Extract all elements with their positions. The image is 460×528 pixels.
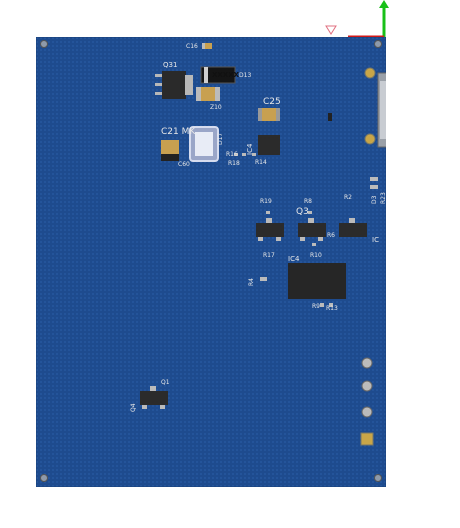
label-r4: R4 [248,278,255,286]
label-q31: Q31 [163,61,178,69]
ic4-chip[interactable] [258,135,280,155]
header-pin[interactable] [361,357,373,369]
label-r14: R14 [255,159,267,166]
transistor-q-right-pin [349,218,355,223]
transistor-q-right[interactable] [339,223,367,237]
regulator-q31-tab [185,75,193,95]
label-d17: D17 [217,132,224,145]
label-z10: Z10 [210,104,222,111]
ic-main[interactable] [288,263,346,299]
transistor-q3-pin [300,237,305,241]
regulator-q31-body[interactable] [162,71,186,99]
label-c21mk: C21 MK [161,127,196,137]
label-r13: R13 [326,305,338,312]
connector-mount [364,67,376,79]
transistor-q1-pin [150,386,156,391]
zener-z10-pad [215,87,220,101]
transistor-q1-pin [142,405,147,409]
header-pin[interactable] [361,380,373,392]
transistor-q-left-pin [266,218,272,223]
side-connector-inner [380,81,386,139]
mounting-hole [40,474,48,482]
mounting-hole [374,40,382,48]
label-d13: D13 [239,72,252,79]
mounting-hole [374,474,382,482]
label-d3: D3 [371,195,378,204]
header-pin-square[interactable] [360,432,374,446]
diode-d13[interactable] [200,66,236,84]
label-r6: R6 [327,232,335,239]
label-r17: R17 [263,252,275,259]
label-c60: C60 [178,161,190,168]
passive-r16[interactable] [234,153,238,156]
label-r2: R2 [344,194,352,201]
transistor-q1[interactable] [140,391,168,405]
header-pin[interactable] [361,406,373,418]
resistor-side[interactable] [370,185,378,189]
passive-r19[interactable] [266,211,270,214]
capacitor-c16-pad [202,43,205,49]
transistor-q-left-pin [258,237,263,241]
capacitor-c21-pad [161,154,179,161]
zener-z10-pad [196,87,201,101]
label-r23: R23 [380,192,387,204]
label-r8: R8 [304,198,312,205]
regulator-q31-pin [155,83,163,86]
passive-r13[interactable] [329,303,333,307]
capacitor-c16[interactable] [202,43,212,49]
transistor-q-left-pin [276,237,281,241]
label-r9: R9 [312,303,320,310]
transistor-q3-pin [308,218,314,223]
connector-mount [364,133,376,145]
passive-r4[interactable] [260,277,267,281]
resistor-right-top[interactable] [328,113,332,121]
capacitor-c25-pad [276,108,280,121]
transistor-q3[interactable] [298,223,326,237]
label-ic: IC [372,236,379,244]
passive-r10[interactable] [312,243,316,246]
zener-z10[interactable] [196,87,220,101]
label-ic4: IC4 [246,143,254,155]
y-axis-arrow [379,0,389,8]
label-q3: Q3 [296,207,309,217]
passive-r8[interactable] [308,211,312,214]
label-r19: R19 [260,198,272,205]
transistor-q3-pin [318,237,323,241]
z-axis-marker [325,25,337,35]
label-diode-marking: XXXXX [212,71,239,79]
transistor-q1-pin [160,405,165,409]
transistor-q-left[interactable] [256,223,284,237]
capacitor-c25[interactable] [258,108,280,121]
pcb-board[interactable] [36,37,386,487]
label-r18: R18 [228,160,240,167]
capacitor-c25-pad [258,108,262,121]
label-ic4-main: IC4 [288,255,300,263]
label-q1: Q1 [161,379,170,386]
label-q4-side: Q4 [130,403,137,412]
resistor-r2[interactable] [370,177,378,181]
board-surface [36,37,386,487]
label-c25: C25 [263,97,281,107]
label-c16: C16 [186,43,198,50]
passive-r18[interactable] [242,153,246,156]
mounting-hole [40,40,48,48]
passive-r9[interactable] [320,303,324,307]
component-d17-inner [195,132,213,156]
diode-d13-band [204,67,208,83]
passive-r14[interactable] [252,153,256,156]
regulator-q31-pin [155,92,163,95]
label-r10: R10 [310,252,322,259]
regulator-q31-pin [155,74,163,77]
label-r16: R16 [226,151,238,158]
